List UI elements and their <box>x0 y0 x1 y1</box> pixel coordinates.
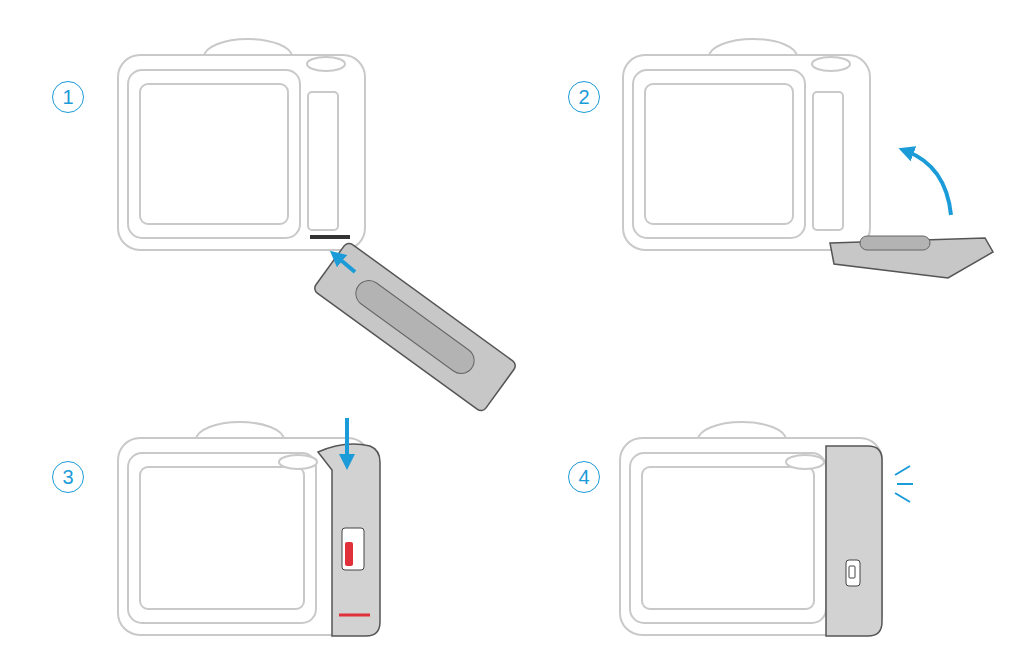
callout-number: 2 <box>578 87 589 107</box>
latch-lock <box>849 566 855 578</box>
callout-number: 1 <box>62 87 73 107</box>
callout-number: 4 <box>578 467 589 487</box>
latch-red <box>345 542 353 566</box>
side-cover <box>312 241 517 413</box>
insert-arrow <box>336 256 355 272</box>
step-number: 3 <box>52 461 84 493</box>
rotate-arrow <box>906 151 951 215</box>
slot <box>310 235 350 239</box>
latch <box>342 528 364 570</box>
side-cover <box>318 444 380 636</box>
step-number: 1 <box>52 81 84 113</box>
step-number: 4 <box>568 461 600 493</box>
cover-seal <box>860 236 930 250</box>
step-number: 2 <box>568 81 600 113</box>
latch <box>846 560 860 586</box>
unlock-indicator <box>339 614 370 617</box>
callout-number: 3 <box>62 467 73 487</box>
press-arrow <box>345 418 349 462</box>
click-mark <box>895 466 913 502</box>
side-cover <box>826 446 882 636</box>
camera-body <box>118 39 882 635</box>
